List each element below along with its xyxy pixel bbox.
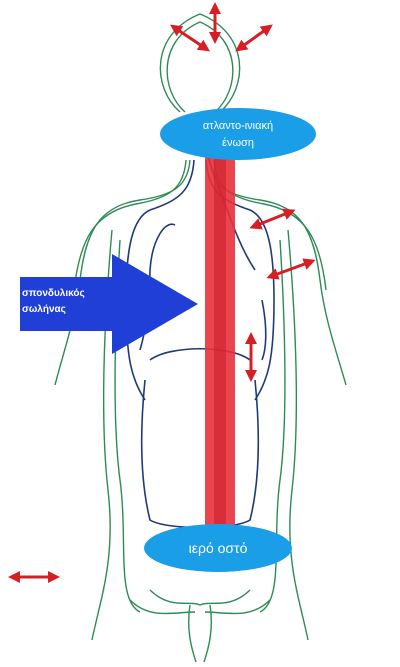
spinal-canal-label-line1: σπονδυλικός [22,288,85,299]
spinal-canal-label: σπονδυλικός σωλήνας [22,286,122,318]
sacrum-label: ιερό οστό [188,540,248,556]
double-arrow-icon [7,1,316,583]
pointer-arrow-icon [20,254,198,354]
sacrum-label-bg [144,524,292,572]
spinal-canal-label-line2: σωλήνας [22,304,66,315]
atlanto-occipital-label-line2: ένωση [222,137,254,149]
atlanto-occipital-label-bg [160,108,316,160]
atlanto-occipital-label: ατλαντο-ινιακή ένωση [163,118,313,152]
atlanto-occipital-label-line1: ατλαντο-ινιακή [202,120,274,132]
